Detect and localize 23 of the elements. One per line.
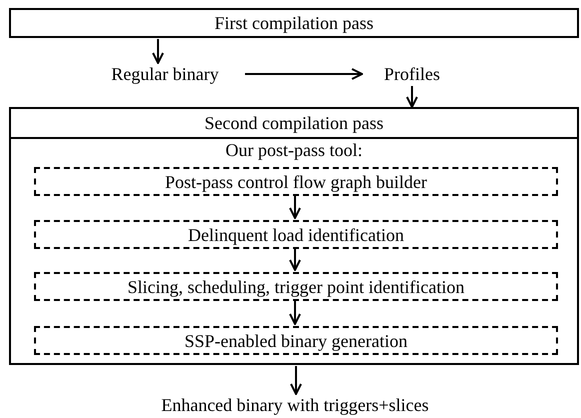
box-text: First compilation pass <box>214 13 374 33</box>
box-text: Delinquent load identification <box>188 224 404 244</box>
box-text: Post-pass control flow graph builder <box>165 172 427 192</box>
flow-label: Enhanced binary with triggers+slices <box>110 394 480 416</box>
arrow <box>152 39 164 64</box>
flow-label: Regular binary <box>95 63 235 85</box>
dashed-process-box <box>34 167 558 196</box>
flow-label: Profiles <box>372 63 452 85</box>
arrow <box>290 366 302 395</box>
dashed-process-box <box>34 272 558 301</box>
box-text: SSP-enabled binary generation <box>184 330 408 350</box>
dashed-process-box <box>34 220 558 249</box>
box-subheading: Our post-pass tool: <box>224 139 364 160</box>
container-box <box>9 107 579 365</box>
arrow <box>245 68 363 80</box>
process-box <box>9 8 579 38</box>
box-text: Slicing, scheduling, trigger point identification <box>128 276 464 296</box>
arrow <box>289 195 301 219</box>
dashed-process-box <box>34 326 558 355</box>
arrow <box>289 248 301 271</box>
arrow <box>406 86 418 108</box>
arrow <box>289 300 301 325</box>
box-heading: Second compilation pass <box>11 109 577 139</box>
